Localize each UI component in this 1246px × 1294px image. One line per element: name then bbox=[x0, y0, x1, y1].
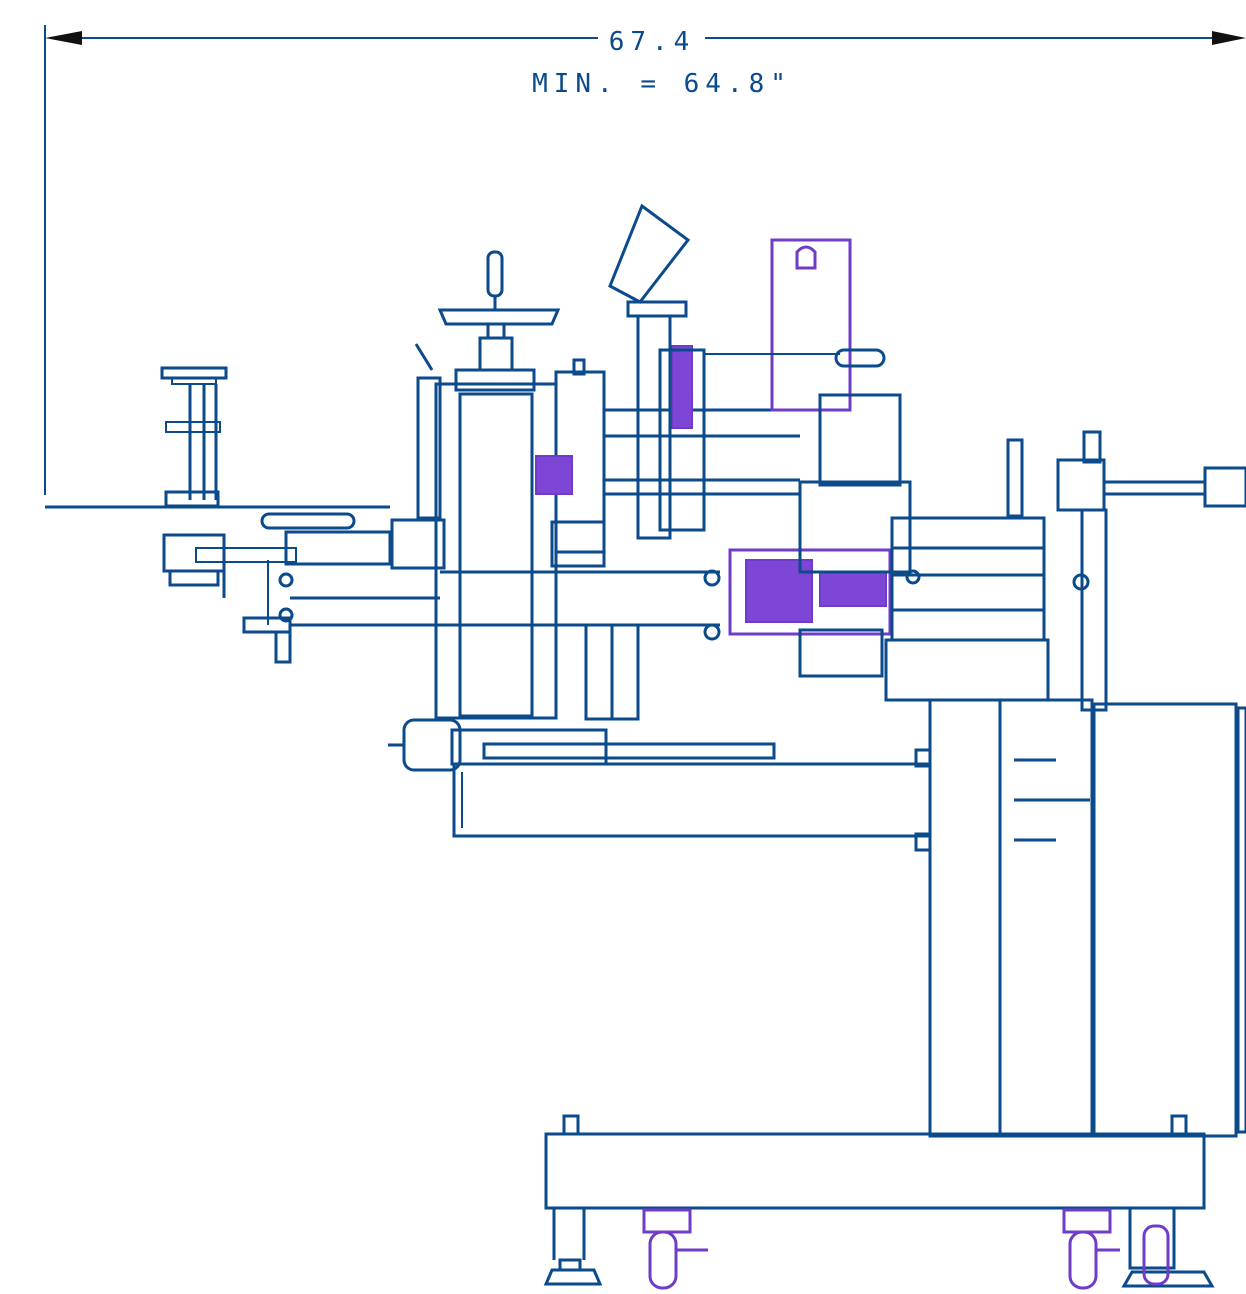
machine-frame bbox=[543, 698, 1246, 1288]
dimension-value: 67.4 bbox=[609, 27, 696, 57]
dimension-min-label: MIN. = 64.8" bbox=[532, 69, 792, 99]
dimension-annotation: 67.4 MIN. = 64.8" bbox=[44, 25, 1246, 495]
lower-arm-assembly bbox=[388, 718, 1090, 852]
dimension-arrow-left bbox=[45, 31, 82, 45]
dimension-arrow-right bbox=[1212, 31, 1246, 45]
caster-wheels bbox=[642, 1208, 1170, 1290]
infeed-assembly bbox=[45, 366, 440, 664]
main-column-assembly bbox=[390, 250, 800, 721]
accent-components bbox=[535, 238, 892, 636]
